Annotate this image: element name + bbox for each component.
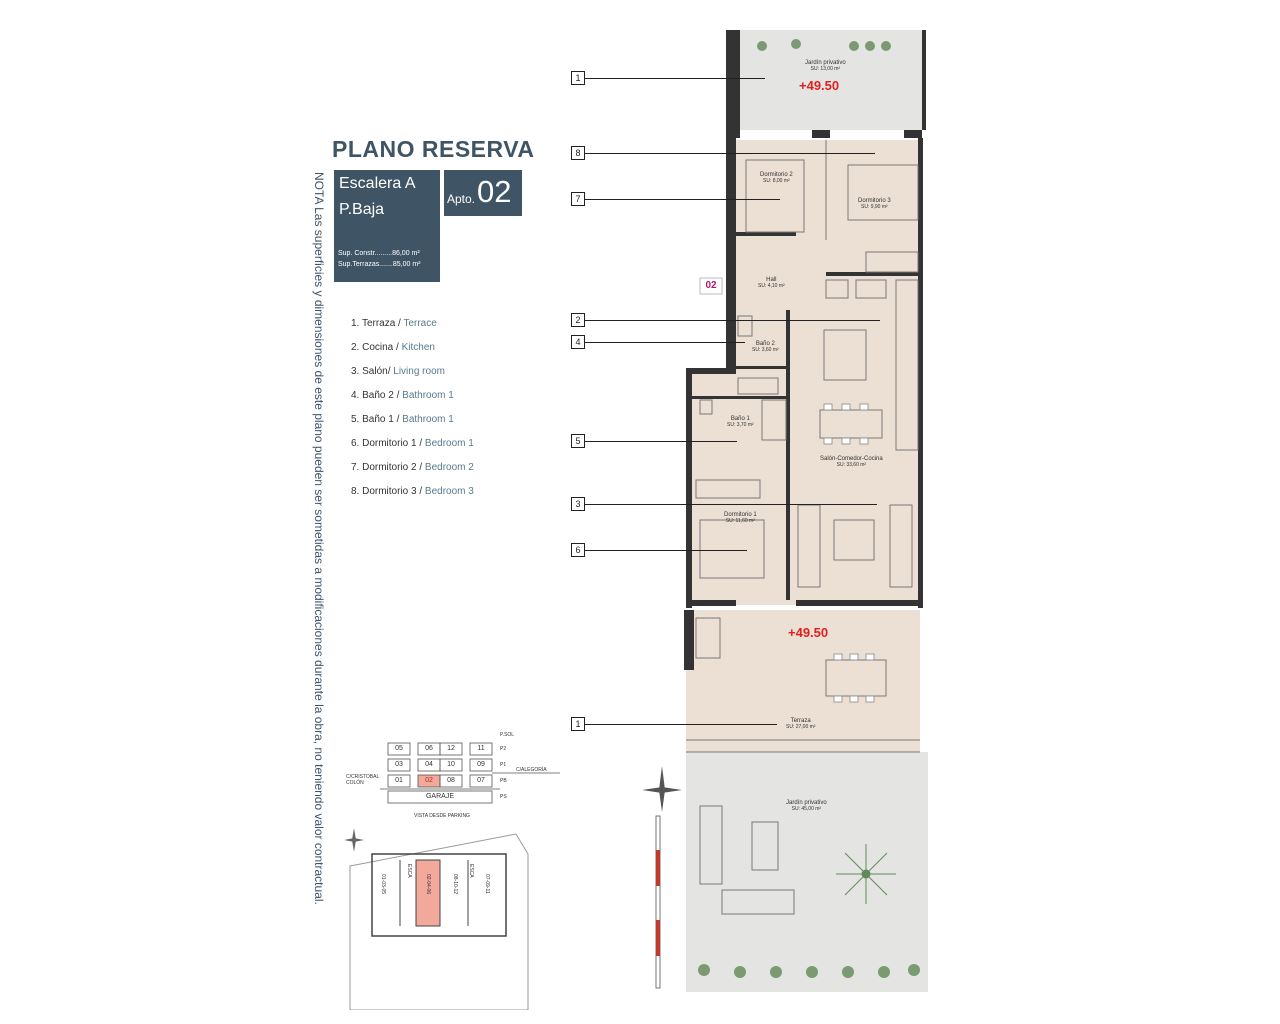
site-label: 08-10-12 xyxy=(452,874,458,895)
apartment-box: Apto. 02 xyxy=(444,170,522,216)
callout-marker: 7 xyxy=(571,192,585,206)
floor-label: PB xyxy=(500,778,507,784)
legend-item: 7. Dormitorio 2 / Bedroom 2 xyxy=(351,462,474,473)
floor-label: P2 xyxy=(500,746,507,752)
grid-cell: 04 xyxy=(425,761,433,768)
legend-item: 5. Baño 1 / Bathroom 1 xyxy=(351,414,454,425)
floor-label: P1 xyxy=(500,762,507,768)
site-label: 02-04-06 xyxy=(425,874,431,895)
grid-cell: 05 xyxy=(395,745,403,752)
info-box: Escalera A P.Baja Sup. Constr.........86… xyxy=(334,170,440,282)
callout-line xyxy=(585,504,877,505)
legend-item: 8. Dormitorio 3 / Bedroom 3 xyxy=(351,486,474,497)
scale-bar xyxy=(655,815,661,989)
shrubs-bottom xyxy=(698,964,920,978)
grid-cell: 06 xyxy=(425,745,433,752)
apto-number: 02 xyxy=(477,174,512,209)
apt-tag-box xyxy=(699,277,723,295)
building-grid xyxy=(380,742,560,804)
page-title: PLANO RESERVA xyxy=(332,136,535,162)
callout-marker: 5 xyxy=(571,434,585,448)
callout-line xyxy=(585,320,880,321)
callout-line xyxy=(585,78,765,79)
compass-icon xyxy=(642,766,682,812)
callout-marker: 1 xyxy=(571,717,585,731)
legend-item: 3. Salón/ Living room xyxy=(351,366,445,377)
callout-line xyxy=(585,724,777,725)
sup-constr: Sup. Constr.........86,00 m² xyxy=(338,250,420,257)
chairs xyxy=(823,403,875,703)
callout-line xyxy=(585,153,875,154)
planta-label: P.Baja xyxy=(339,201,385,218)
site-plan xyxy=(344,828,529,1010)
callout-marker: 1 xyxy=(571,71,585,85)
grid-cell: 07 xyxy=(477,777,485,784)
walls xyxy=(684,30,926,670)
callout-marker: 2 xyxy=(571,313,585,327)
apt-tag: 02 xyxy=(705,280,717,291)
grid-cell: 03 xyxy=(395,761,403,768)
tree-icon xyxy=(836,844,896,904)
grid-caption: VISTA DESDE PARKING xyxy=(414,813,470,819)
shrubs-top xyxy=(757,39,891,51)
legend-item: 4. Baño 2 / Bathroom 1 xyxy=(351,390,454,401)
callout-marker: 3 xyxy=(571,497,585,511)
legend-item: 6. Dormitorio 1 / Bedroom 1 xyxy=(351,438,474,449)
elevation-terrace: +49.50 xyxy=(788,625,829,640)
garden-bottom xyxy=(686,752,928,992)
site-highlight xyxy=(415,859,441,927)
callout-marker: 4 xyxy=(571,335,585,349)
apartment-floor xyxy=(686,140,920,605)
grid-cell: 11 xyxy=(477,745,485,752)
floor-label: PS xyxy=(500,794,507,800)
site-label: 01-03-05 xyxy=(380,874,386,895)
callout-line xyxy=(585,342,745,343)
grid-cell-highlighted: 02 xyxy=(425,777,433,784)
grid-cell: 12 xyxy=(447,745,455,752)
site-compass-icon xyxy=(344,828,364,852)
callout-marker: 6 xyxy=(571,543,585,557)
floor-label: P.SOL xyxy=(500,732,515,738)
terrace-floor xyxy=(686,610,920,752)
callout-line xyxy=(585,199,780,200)
grid-cell: 09 xyxy=(477,761,485,768)
site-label: ESCA xyxy=(468,864,474,878)
legend-item: 1. Terraza / Terrace xyxy=(351,318,437,329)
sup-terrazas: Sup.Terrazas.......85,00 m² xyxy=(338,261,421,268)
apto-label: Apto. xyxy=(447,192,476,206)
grid-cell: 08 xyxy=(447,777,455,784)
callout-line xyxy=(585,550,747,551)
callout-line xyxy=(585,441,737,442)
garden-top xyxy=(740,30,922,130)
grid-cell: 10 xyxy=(447,761,455,768)
legend-item: 2. Cocina / Kitchen xyxy=(351,342,435,353)
elevation-top: +49.50 xyxy=(799,78,840,93)
grid-cell: 01 xyxy=(395,777,403,784)
site-label: ESCA xyxy=(406,864,412,878)
street-left: C/CRISTOBAL COLÓN xyxy=(346,774,380,786)
callout-marker: 8 xyxy=(571,146,585,160)
garaje-label: GARAJE xyxy=(425,793,454,800)
interior-lines xyxy=(686,140,920,915)
street-right: C/ALEGORÍA xyxy=(516,767,547,773)
site-label: 07-09-11 xyxy=(484,874,490,894)
escalera-label: Escalera A xyxy=(339,175,416,192)
